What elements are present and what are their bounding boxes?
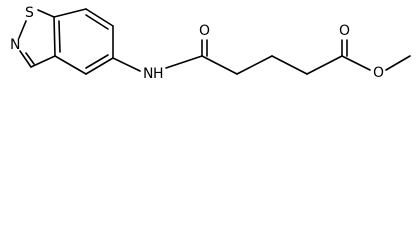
bond-chain-2	[236, 55, 273, 75]
bond-c5-nh	[112, 57, 141, 72]
ring-nitrogen-atom-label: N	[10, 37, 20, 53]
sulfur-atom-label: S	[25, 5, 34, 21]
bond-chain-1	[201, 55, 238, 75]
bond-c5-c4-inner	[85, 54, 109, 69]
bond-s-c7a	[37, 9, 55, 18]
bond-chain-3	[271, 55, 308, 75]
bond-ester-c-o	[341, 55, 371, 71]
bond-c7a-c7	[53, 8, 87, 18]
ester-ether-oxygen-atom-label: O	[373, 65, 384, 81]
bond-nh-carbonyl	[165, 55, 203, 69]
amide-hydrogen-atom-label: H	[153, 66, 164, 82]
benzene-ring	[53, 8, 114, 75]
amide-oxygen-atom-label: O	[199, 23, 210, 39]
bond-c3a-c7a-inner	[58, 20, 61, 53]
bond-s-n	[18, 20, 27, 39]
bond-c3a-c7a	[53, 16, 56, 57]
chemical-structure-diagram: S N N H O O O	[10, 5, 411, 82]
bond-c7-c6	[85, 8, 114, 27]
bond-c4-c3a	[54, 55, 87, 75]
amide-linkage	[112, 39, 208, 72]
aliphatic-chain	[201, 55, 343, 75]
bond-n-c3	[19, 50, 32, 68]
bond-chain-4	[306, 55, 343, 75]
amide-nitrogen-atom-label: N	[143, 66, 153, 82]
bond-c5-c4	[85, 57, 114, 75]
bond-n-c3-inner	[25, 52, 35, 65]
ester-carbonyl-oxygen-atom-label: O	[339, 23, 350, 39]
isothiazole-ring	[18, 9, 56, 68]
bond-c3-c3a	[30, 55, 56, 68]
bond-o-methyl	[385, 55, 411, 71]
bond-c7-c6-inner	[85, 14, 109, 30]
methyl-ester	[341, 39, 411, 71]
